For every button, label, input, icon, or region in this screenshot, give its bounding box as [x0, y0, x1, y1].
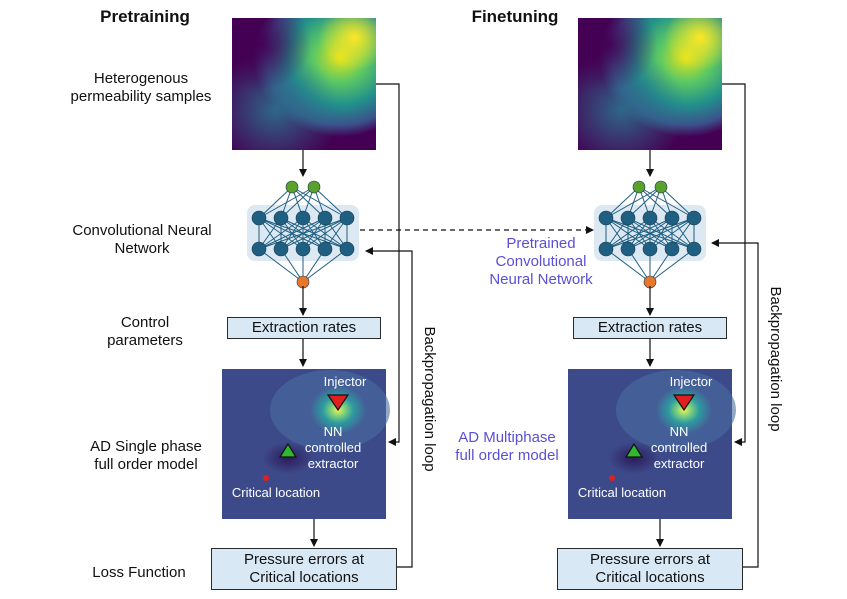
nn-hidden-node	[686, 210, 702, 226]
loss-box-left: Pressure errors at Critical locations	[211, 548, 397, 590]
nn-edge	[649, 217, 695, 250]
injector-label-left: Injector	[323, 374, 367, 389]
nn-edge	[302, 248, 348, 283]
nn-hidden-node	[317, 241, 333, 257]
nn-edge	[605, 217, 695, 250]
label-multiphase-model: AD Multiphase full order model	[455, 429, 559, 464]
loss-box-left-line2: Critical locations	[249, 569, 359, 586]
nn-edge	[605, 217, 673, 250]
permeability-heatmap-right	[578, 18, 722, 150]
nn-input-node	[285, 180, 299, 194]
neural-network-right	[594, 180, 706, 289]
loss-box-right-line2: Critical locations	[595, 569, 705, 586]
label-cnn: Convolutional Neural Network	[72, 222, 212, 257]
nn-edge	[280, 186, 315, 219]
nn-hidden-node	[273, 241, 289, 257]
nn-hidden-node	[686, 241, 702, 257]
loss-box-right: Pressure errors at Critical locations	[557, 548, 743, 590]
backprop-label-right: Backpropagation loop	[767, 286, 784, 432]
nn-hidden-node	[642, 241, 658, 257]
nn-input-node	[654, 180, 668, 194]
critical-marker-left	[263, 475, 269, 481]
extractor-marker-right	[624, 442, 644, 458]
arrows-left	[299, 83, 413, 568]
backprop-label-left: Backpropagation loop	[421, 326, 438, 472]
nn-edge	[627, 186, 662, 219]
extraction-rates-box-right: Extraction rates	[573, 317, 727, 339]
nn-edge	[258, 217, 326, 250]
nn-hidden-node	[642, 210, 658, 226]
nn-edge	[258, 217, 304, 250]
nn-hidden-node	[295, 241, 311, 257]
nn-hidden-node	[295, 210, 311, 226]
nn-hidden-node	[317, 210, 333, 226]
nn-input-node	[307, 180, 321, 194]
neural-network-left	[247, 180, 359, 289]
model-panel-right	[568, 369, 736, 519]
nn-edge	[302, 217, 348, 250]
nn-hidden-node	[339, 241, 355, 257]
extraction-rates-box-left: Extraction rates	[227, 317, 381, 339]
pretraining-title: Pretraining	[100, 7, 190, 26]
injector-marker-right	[672, 394, 696, 412]
nn-edge	[258, 186, 315, 219]
label-loss: Loss Function	[92, 564, 186, 581]
nn-edge	[280, 217, 348, 250]
critical-label-right: Critical location	[577, 485, 667, 500]
nn-edge	[605, 186, 662, 219]
nn-edge	[649, 248, 695, 283]
critical-label-left: Critical location	[231, 485, 321, 500]
extractor-label-right: NN controlled extractor	[650, 424, 708, 471]
nn-hidden-node	[598, 210, 614, 226]
loss-box-left-line1: Pressure errors at	[243, 551, 365, 568]
nn-hidden-node	[339, 210, 355, 226]
label-model: AD Single phase full order model	[90, 438, 202, 473]
arrows-right	[646, 83, 759, 568]
loss-box-right-line1: Pressure errors at	[589, 551, 711, 568]
nn-hidden-node	[620, 241, 636, 257]
nn-hidden-node	[664, 210, 680, 226]
nn-edge	[258, 217, 348, 250]
nn-hidden-node	[251, 210, 267, 226]
permeability-heatmap-left	[232, 18, 376, 150]
nn-edge	[627, 217, 695, 250]
nn-edge	[605, 248, 651, 283]
nn-hidden-node	[251, 241, 267, 257]
label-samples: Heterogenous permeability samples	[70, 70, 212, 105]
nn-hidden-node	[273, 210, 289, 226]
nn-edge	[258, 186, 293, 219]
nn-edge	[313, 186, 348, 219]
model-panel-left	[222, 369, 390, 519]
nn-edge	[258, 248, 304, 283]
nn-edge	[605, 186, 640, 219]
nn-hidden-node	[664, 241, 680, 257]
label-pretrained-cnn: Pretrained Convolutional Neural Network	[489, 235, 593, 288]
nn-hidden-node	[598, 241, 614, 257]
nn-input-node	[632, 180, 646, 194]
nn-edge	[660, 186, 695, 219]
critical-marker-right	[609, 475, 615, 481]
extractor-marker-left	[278, 442, 298, 458]
finetuning-title: Finetuning	[471, 7, 559, 26]
nn-edge	[605, 217, 651, 250]
injector-marker-left	[326, 394, 350, 412]
extractor-label-left: NN controlled extractor	[304, 424, 362, 471]
injector-label-right: Injector	[669, 374, 713, 389]
label-control: Control parameters	[107, 314, 183, 349]
nn-hidden-node	[620, 210, 636, 226]
